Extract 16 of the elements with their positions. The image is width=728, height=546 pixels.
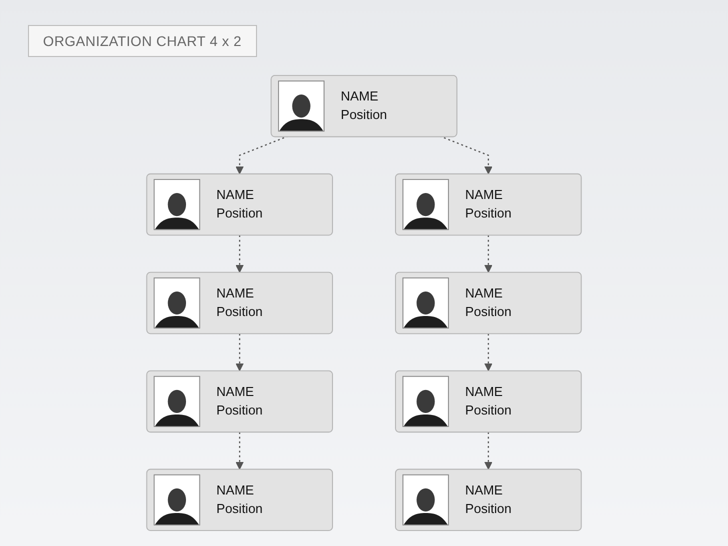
node-box: NAME Position [395,370,582,433]
node-box: NAME Position [146,173,333,236]
arrow [484,432,492,470]
node-box: NAME Position [146,468,333,532]
arrow [236,334,244,372]
node-box: NAME Position [146,370,333,433]
chart-title: ORGANIZATION CHART 4 x 2 [28,25,257,57]
arrow [236,235,244,273]
node-box: NAME Position [395,173,582,236]
arrow [484,334,492,372]
node-box: NAME Position [395,468,582,532]
arrow [484,235,492,273]
node-box: NAME Position [146,272,333,334]
node-box: NAME Position [270,74,458,138]
node-box: NAME Position [395,272,582,334]
arrow [236,432,244,470]
